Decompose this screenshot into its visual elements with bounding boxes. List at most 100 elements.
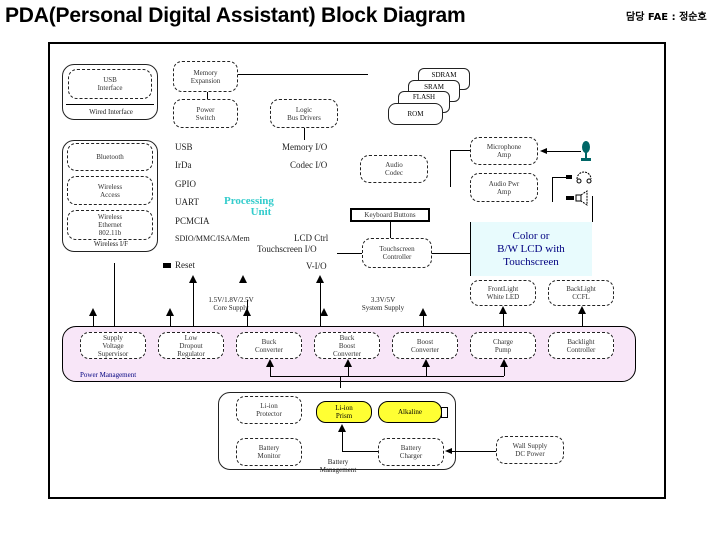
arrow-up: [189, 275, 197, 283]
arrow-up: [499, 306, 507, 314]
wireless-access-block: Wireless Access: [67, 176, 153, 205]
connector-line: [337, 253, 362, 254]
rom-block: ROM: [388, 103, 443, 125]
lcd-line2: B/W LCD with: [497, 242, 565, 255]
processing-unit-line1: Processing: [224, 195, 274, 207]
arrow-up: [89, 308, 97, 316]
connector-line: [426, 365, 427, 376]
audio-pwr-amp-block: Audio Pwr Amp: [470, 173, 538, 202]
connector-line: [247, 300, 248, 326]
page-title: PDA(Personal Digital Assistant) Block Di…: [5, 4, 466, 27]
microphone-amp-block: Microphone Amp: [470, 137, 538, 165]
arrow-right: [566, 196, 574, 200]
battery-management-group: [218, 392, 456, 470]
pm-buck-converter: Buck Converter: [236, 332, 302, 359]
connector-line: [582, 310, 583, 326]
lcd-line1: Color or: [512, 229, 550, 242]
arrow-up: [500, 359, 508, 367]
connector-line: [592, 196, 593, 222]
pm-backlight-controller: Backlight Controller: [548, 332, 614, 359]
connector-line: [451, 451, 497, 452]
processing-unit-line2: Unit: [250, 206, 272, 218]
arrow-up: [419, 308, 427, 316]
power-switch-block: Power Switch: [173, 99, 238, 128]
alkaline-battery: Alkaline: [378, 401, 442, 423]
cpu-port-irda: IrDa: [175, 160, 192, 170]
logic-bus-drivers-block: Logic Bus Drivers: [270, 99, 338, 128]
pm-charge-pump: Charge Pump: [470, 332, 536, 359]
usb-interface-block: USB Interface: [68, 69, 152, 99]
memory-expansion-block: Memory Expansion: [173, 61, 238, 92]
arrow-up: [166, 308, 174, 316]
cpu-port-sdio: SDIO/MMC/ISA/Mem: [175, 234, 250, 243]
connector-line: [545, 151, 581, 152]
connector-line: [238, 74, 368, 75]
arrow-up: [344, 359, 352, 367]
connector-line: [503, 310, 504, 326]
connector-line: [348, 365, 349, 376]
processing-unit-label: Processing Unit: [224, 196, 274, 218]
li-ion-protector-block: Li-ion Protector: [236, 396, 302, 424]
wireless-ethernet-block: Wireless Ethernet 802.11b: [67, 210, 153, 240]
connector-line: [504, 365, 505, 376]
cpu-port-codec-io: Codec I/O: [290, 160, 328, 170]
pm-buck-boost-converter: Buck Boost Converter: [314, 332, 380, 359]
wireless-if-label: Wireless I/F: [93, 240, 129, 248]
battery-management-label: Battery Management: [319, 458, 357, 474]
touchscreen-controller-block: Touchscreen Controller: [362, 238, 432, 268]
keyboard-buttons-block: Keyboard Buttons: [350, 208, 430, 222]
connector-line: [450, 150, 470, 151]
cpu-port-usb: USB: [175, 142, 193, 152]
cpu-port-touchscreen-io: Touchscreen I/O: [257, 244, 317, 254]
core-supply-label: 1.5V/1.8V/2.5V Core Supply: [208, 296, 254, 312]
li-ion-battery: Li-ion Prism: [316, 401, 372, 423]
arrow-up: [239, 275, 247, 283]
connector-line: [207, 92, 208, 99]
cpu-port-uart: UART: [175, 197, 199, 207]
wall-supply-block: Wall Supply DC Power: [496, 436, 564, 464]
cpu-port-gpio: GPIO: [175, 179, 197, 189]
connector-line: [320, 280, 321, 326]
connector-line: [93, 316, 94, 326]
arrow-up: [338, 424, 346, 432]
battery-monitor-block: Battery Monitor: [236, 438, 302, 466]
arrow-left: [540, 148, 547, 154]
power-bus-line: [270, 376, 504, 377]
cpu-port-memory-io: Memory I/O: [282, 142, 328, 152]
backlight-ccfl-block: BackLight CCFL: [548, 280, 614, 306]
connector-line: [432, 253, 470, 254]
arrow-up: [320, 308, 328, 316]
cpu-port-lcd-ctrl: LCD Ctrl: [294, 233, 329, 243]
wireless-group: [62, 140, 158, 252]
connector-line: [114, 263, 115, 326]
fae-contact: 담당 FAE : 정순호: [626, 12, 707, 23]
power-management-label: Power Management: [80, 371, 137, 379]
frontlight-block: FrontLight White LED: [470, 280, 536, 306]
pm-low-dropout-regulator: Low Dropout Regulator: [158, 332, 224, 359]
microphone-icon: [581, 141, 591, 161]
connector-line: [423, 316, 424, 326]
lcd-touchscreen-block: Color or B/W LCD with Touchscreen: [470, 222, 592, 276]
cpu-port-pcmcia: PCMCIA: [175, 216, 210, 226]
bluetooth-block: Bluetooth: [67, 143, 153, 171]
speaker-icon: [575, 190, 588, 206]
arrow-up: [316, 275, 324, 283]
connector-line: [552, 177, 553, 202]
wired-interface-label: Wired Interface: [89, 108, 133, 116]
connector-line: [193, 280, 194, 326]
arrow-right: [566, 175, 572, 179]
connector-line: [552, 177, 568, 178]
connector-line: [170, 316, 171, 326]
system-supply-label: 3.3V/5V System Supply: [361, 296, 405, 312]
cpu-port-v-io: V-I/O: [306, 261, 327, 271]
arrow-up: [422, 359, 430, 367]
connector-line: [450, 150, 451, 187]
pm-boost-converter: Boost Converter: [392, 332, 458, 359]
connector-line: [340, 376, 341, 388]
connector-line: [342, 451, 378, 452]
connector-line: [390, 222, 391, 239]
connector-line: [304, 128, 305, 140]
battery-terminal: [441, 407, 448, 418]
reset-label: Reset: [175, 260, 195, 270]
connector-line: [470, 222, 471, 276]
